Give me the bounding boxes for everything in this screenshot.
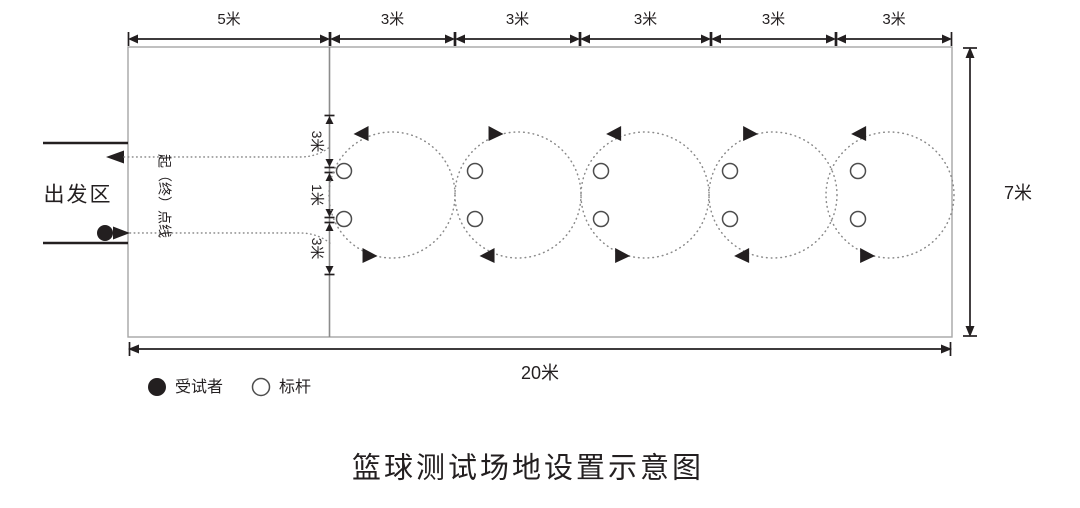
top-dimension-segment: 3米	[329, 11, 456, 46]
pole-marker	[466, 162, 484, 180]
pole-marker	[849, 210, 867, 228]
pole-marker	[849, 162, 867, 180]
field-width-dimension: 7米	[963, 47, 1032, 337]
pole-marker	[721, 210, 739, 228]
direction-arrow-right	[362, 248, 378, 263]
top-dimension-segment: 5米	[127, 11, 331, 46]
top-dimension-segment: 3米	[710, 11, 837, 46]
legend-filled-circle-icon	[148, 378, 166, 396]
vertical-dimension-segment: 1米	[309, 171, 335, 219]
start-zone-label: 出发区	[44, 184, 113, 207]
legend: 受试者 标杆	[148, 377, 311, 397]
direction-arrow-right	[488, 126, 504, 141]
top-dimension-label: 3米	[882, 11, 905, 28]
start-zone: 出发区	[43, 141, 130, 245]
legend-label-pole: 标杆	[279, 378, 311, 396]
pole-marker	[592, 162, 610, 180]
slalom-lane	[454, 126, 582, 263]
subject-marker	[97, 225, 113, 241]
pole-marker	[466, 210, 484, 228]
slalom-lanes	[328, 126, 955, 263]
vertical-dimension-label: 1米	[309, 184, 325, 206]
top-dimension-label: 3米	[506, 11, 529, 28]
top-dimension-label: 3米	[381, 11, 404, 28]
slalom-lane	[580, 126, 710, 263]
top-dimension-chain: 5米 3米 3米 3米 3米 3米	[127, 11, 953, 46]
direction-arrow-right	[615, 248, 631, 263]
top-dimension-segment: 3米	[835, 11, 953, 46]
direction-arrow-right	[860, 248, 876, 263]
slalom-lane	[825, 126, 955, 263]
pole-marker	[721, 162, 739, 180]
vertical-dimension-segment: 3米	[309, 221, 335, 276]
lane-loop-path	[825, 131, 955, 259]
pole-marker	[335, 210, 353, 228]
pole-marker	[335, 162, 353, 180]
vertical-dimension-label: 3米	[309, 238, 325, 260]
lane-loop-path	[580, 131, 710, 259]
direction-arrow-right	[743, 126, 759, 141]
start-finish-line-label: 起（终）点线	[156, 154, 172, 238]
finish-direction-arrow	[106, 150, 124, 164]
top-dimension-segment: 3米	[454, 11, 581, 46]
direction-arrow-left	[734, 248, 750, 263]
pole-marker	[592, 210, 610, 228]
direction-arrow-left	[606, 126, 622, 141]
top-dimension-segment: 3米	[579, 11, 712, 46]
start-direction-arrow	[113, 226, 130, 240]
direction-arrow-left	[851, 126, 867, 141]
return-path-lead	[123, 145, 332, 158]
top-dimension-label: 5米	[217, 11, 240, 28]
diagram-title: 篮球测试场地设置示意图	[352, 452, 704, 485]
start-line-vertical-dimensions: 3米 1米 3米	[309, 114, 335, 276]
field-length-label: 20米	[521, 363, 559, 383]
outbound-path-lead	[129, 232, 332, 245]
direction-arrow-left	[479, 248, 495, 263]
direction-arrow-left	[353, 126, 369, 141]
vertical-dimension-label: 3米	[309, 131, 325, 153]
field-boundary	[127, 46, 953, 338]
legend-open-circle-icon	[251, 377, 271, 397]
field-length-dimension: 20米	[128, 342, 952, 383]
top-dimension-label: 3米	[762, 11, 785, 28]
lane-loop-path	[454, 131, 582, 259]
legend-label-subject: 受试者	[175, 378, 223, 396]
lane-loop-path	[708, 131, 838, 259]
vertical-dimension-segment: 3米	[309, 114, 335, 169]
slalom-lane	[708, 126, 838, 263]
top-dimension-label: 3米	[634, 11, 657, 28]
field-width-label: 7米	[1004, 183, 1032, 203]
